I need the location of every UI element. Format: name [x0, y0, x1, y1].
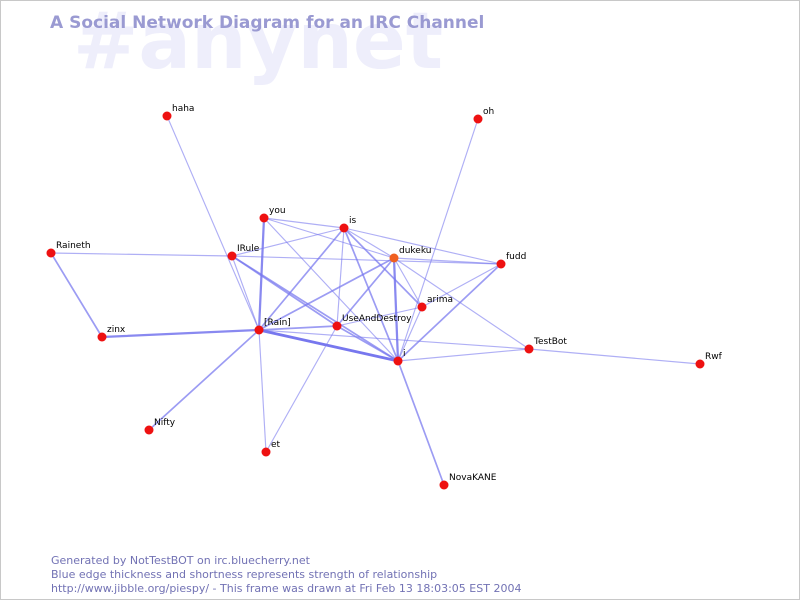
node-Raineth: [46, 248, 56, 258]
node-label-TestBot: TestBot: [533, 337, 567, 347]
node-Rwf: [695, 359, 705, 369]
edge-IRule-fudd: [231, 255, 502, 265]
node-label-Rwf: Rwf: [705, 352, 723, 362]
edge-zinx-Rain: [100, 328, 261, 339]
edge-is-fudd: [343, 227, 502, 265]
edge-IRule-is: [231, 227, 345, 257]
node-label-Raineth: Raineth: [56, 241, 91, 251]
edge-IRule-Rain: [231, 255, 260, 331]
node-label-arima: arima: [427, 295, 453, 305]
node-UseAndDestroy: [332, 321, 342, 331]
edge-TestBot-Rwf: [528, 348, 701, 365]
edge-i-TestBot: [397, 348, 530, 362]
node-label-IRule: IRule: [237, 244, 260, 254]
edge-arima-i: [397, 306, 423, 362]
edge-dukeku-Rain: [258, 257, 395, 331]
node-label-zinx: zinx: [107, 325, 126, 335]
node-you: [259, 213, 269, 223]
node-et: [261, 447, 271, 457]
edge-dukeku-TestBot: [393, 257, 530, 350]
node-Nifty: [144, 425, 154, 435]
edge-Rain-TestBot: [258, 329, 530, 350]
node-TestBot: [524, 344, 534, 354]
edge-UseAndDestroy-et: [265, 325, 338, 453]
edge-haha-Rain: [166, 115, 260, 331]
edge-dukeku-UseAndDestroy: [336, 257, 395, 327]
node-label-Nifty: Nifty: [154, 418, 176, 428]
node-haha: [162, 111, 172, 121]
footer-url-timestamp: http://www.jibble.org/piespy/ - This fra…: [51, 582, 522, 595]
footer-legend-note: Blue edge thickness and shortness repres…: [51, 568, 438, 581]
node-label-fudd: fudd: [506, 252, 526, 262]
edge-dukeku-arima: [393, 257, 423, 308]
node-label-dukeku: dukeku: [399, 246, 431, 256]
edge-dukeku-i: [392, 256, 400, 363]
node-label-UseAndDestroy: UseAndDestroy: [342, 314, 412, 324]
node-label-you: you: [269, 206, 286, 216]
edge-Raineth-zinx: [50, 252, 103, 338]
edge-fudd-arima: [421, 263, 502, 308]
edge-is-i: [343, 227, 399, 362]
edge-Rain-et: [258, 329, 267, 453]
node-fudd: [496, 259, 506, 269]
edge-is-dukeku: [343, 227, 395, 259]
edge-UseAndDestroy-i: [336, 325, 399, 362]
edge-i-NovaKANE: [397, 360, 445, 486]
edge-arima-UseAndDestroy: [336, 306, 423, 327]
edge-fudd-i: [397, 263, 502, 362]
node-Rain: [254, 325, 264, 335]
edge-layer: [50, 115, 701, 486]
node-label-oh: oh: [483, 107, 494, 117]
node-oh: [473, 114, 483, 124]
node-NovaKANE: [439, 480, 449, 490]
node-i: [393, 356, 403, 366]
node-label-i: i: [403, 349, 406, 359]
edge-is-UseAndDestroy: [336, 227, 345, 327]
node-label-Rain: [Rain]: [264, 318, 291, 328]
edge-Rain-Nifty: [148, 329, 260, 431]
node-is: [339, 223, 349, 233]
edge-dukeku-fudd: [393, 257, 502, 265]
node-label-et: et: [271, 440, 281, 450]
edge-Rain-UseAndDestroy: [258, 325, 338, 331]
node-label-haha: haha: [172, 104, 194, 114]
edge-IRule-i: [231, 255, 399, 362]
channel-watermark: #anynet: [73, 0, 444, 87]
edge-Rain-i: [257, 328, 400, 363]
node-arima: [417, 302, 427, 312]
edge-is-arima: [343, 227, 423, 308]
node-zinx: [97, 332, 107, 342]
footer-generated-by: Generated by NotTestBOT on irc.bluecherr…: [51, 554, 310, 567]
edge-is-Rain: [258, 227, 345, 331]
diagram-title: A Social Network Diagram for an IRC Chan…: [50, 13, 485, 33]
footer-info: Generated by NotTestBOT on irc.bluecherr…: [51, 554, 521, 596]
edge-you-dukeku: [263, 217, 395, 259]
edge-Raineth-IRule: [50, 252, 233, 257]
node-IRule: [227, 251, 237, 261]
edge-you-is: [263, 217, 345, 229]
node-label-NovaKANE: NovaKANE: [449, 473, 497, 483]
node-label-is: is: [349, 216, 357, 226]
node-dukeku: [389, 253, 399, 263]
edge-oh-i: [397, 118, 479, 362]
